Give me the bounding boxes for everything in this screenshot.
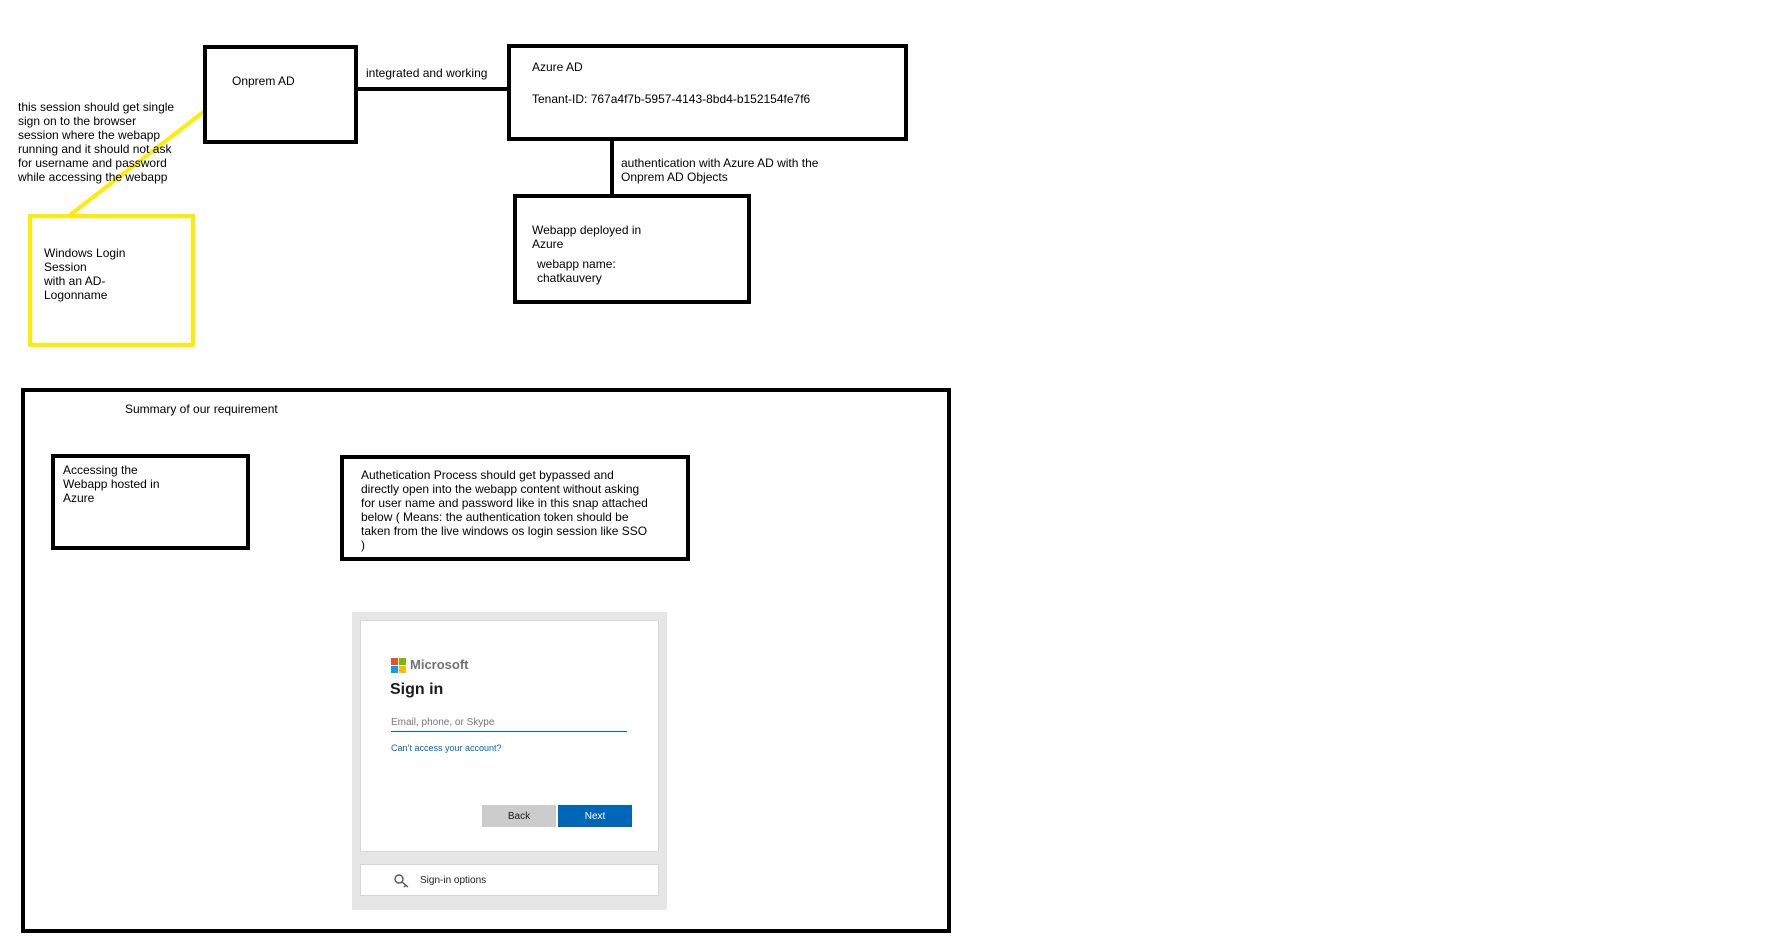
azure-ad-box: Azure AD Tenant-ID: 767a4f7b-5957-4143-8… <box>507 44 908 141</box>
next-button[interactable]: Next <box>558 805 632 827</box>
access-webapp-box: Accessing the Webapp hosted in Azure <box>51 454 250 550</box>
onprem-ad-label: Onprem AD <box>232 74 295 88</box>
logo-green-square <box>399 658 406 665</box>
logo-red-square <box>391 658 398 665</box>
tenant-id: Tenant-ID: 767a4f7b-5957-4143-8bd4-b1521… <box>532 92 811 106</box>
key-icon <box>394 874 409 888</box>
microsoft-logo-icon <box>391 658 406 673</box>
logo-yellow-square <box>399 666 406 673</box>
auth-process-box: Authetication Process should get bypasse… <box>340 455 690 561</box>
windows-session-box: Windows Login Session with an AD- Logonn… <box>28 214 195 347</box>
windows-session-label: Windows Login Session with an AD- Logonn… <box>44 246 126 302</box>
signin-options-label: Sign-in options <box>420 875 487 886</box>
webapp-box: Webapp deployed in Azure webapp name: ch… <box>513 194 751 304</box>
auth-label: authentication with Azure AD with the On… <box>621 156 819 184</box>
onprem-ad-box: Onprem AD <box>203 45 358 144</box>
signin-snapshot: Microsoft Sign in Can’t access your acco… <box>352 612 667 910</box>
connector-session-onprem <box>68 108 208 217</box>
webapp-name-label: webapp name: chatkauvery <box>537 257 616 285</box>
signin-title: Sign in <box>390 681 444 698</box>
back-button[interactable]: Back <box>482 805 556 827</box>
integration-label: integrated and working <box>366 66 488 80</box>
summary-title: Summary of our requirement <box>125 402 278 416</box>
cant-access-link[interactable]: Can’t access your account? <box>391 743 502 753</box>
logo-blue-square <box>391 666 398 673</box>
signin-card: Microsoft Sign in Can’t access your acco… <box>360 620 659 852</box>
sso-note: this session should get single sign on t… <box>18 100 175 184</box>
microsoft-wordmark: Microsoft <box>410 657 469 672</box>
email-field[interactable] <box>391 713 627 732</box>
signin-options-button[interactable]: Sign-in options <box>360 864 659 896</box>
azure-ad-title: Azure AD <box>532 60 583 74</box>
auth-process-label: Authetication Process should get bypasse… <box>361 468 648 552</box>
webapp-deployed-label: Webapp deployed in Azure <box>532 223 642 251</box>
access-webapp-label: Accessing the Webapp hosted in Azure <box>63 463 160 505</box>
